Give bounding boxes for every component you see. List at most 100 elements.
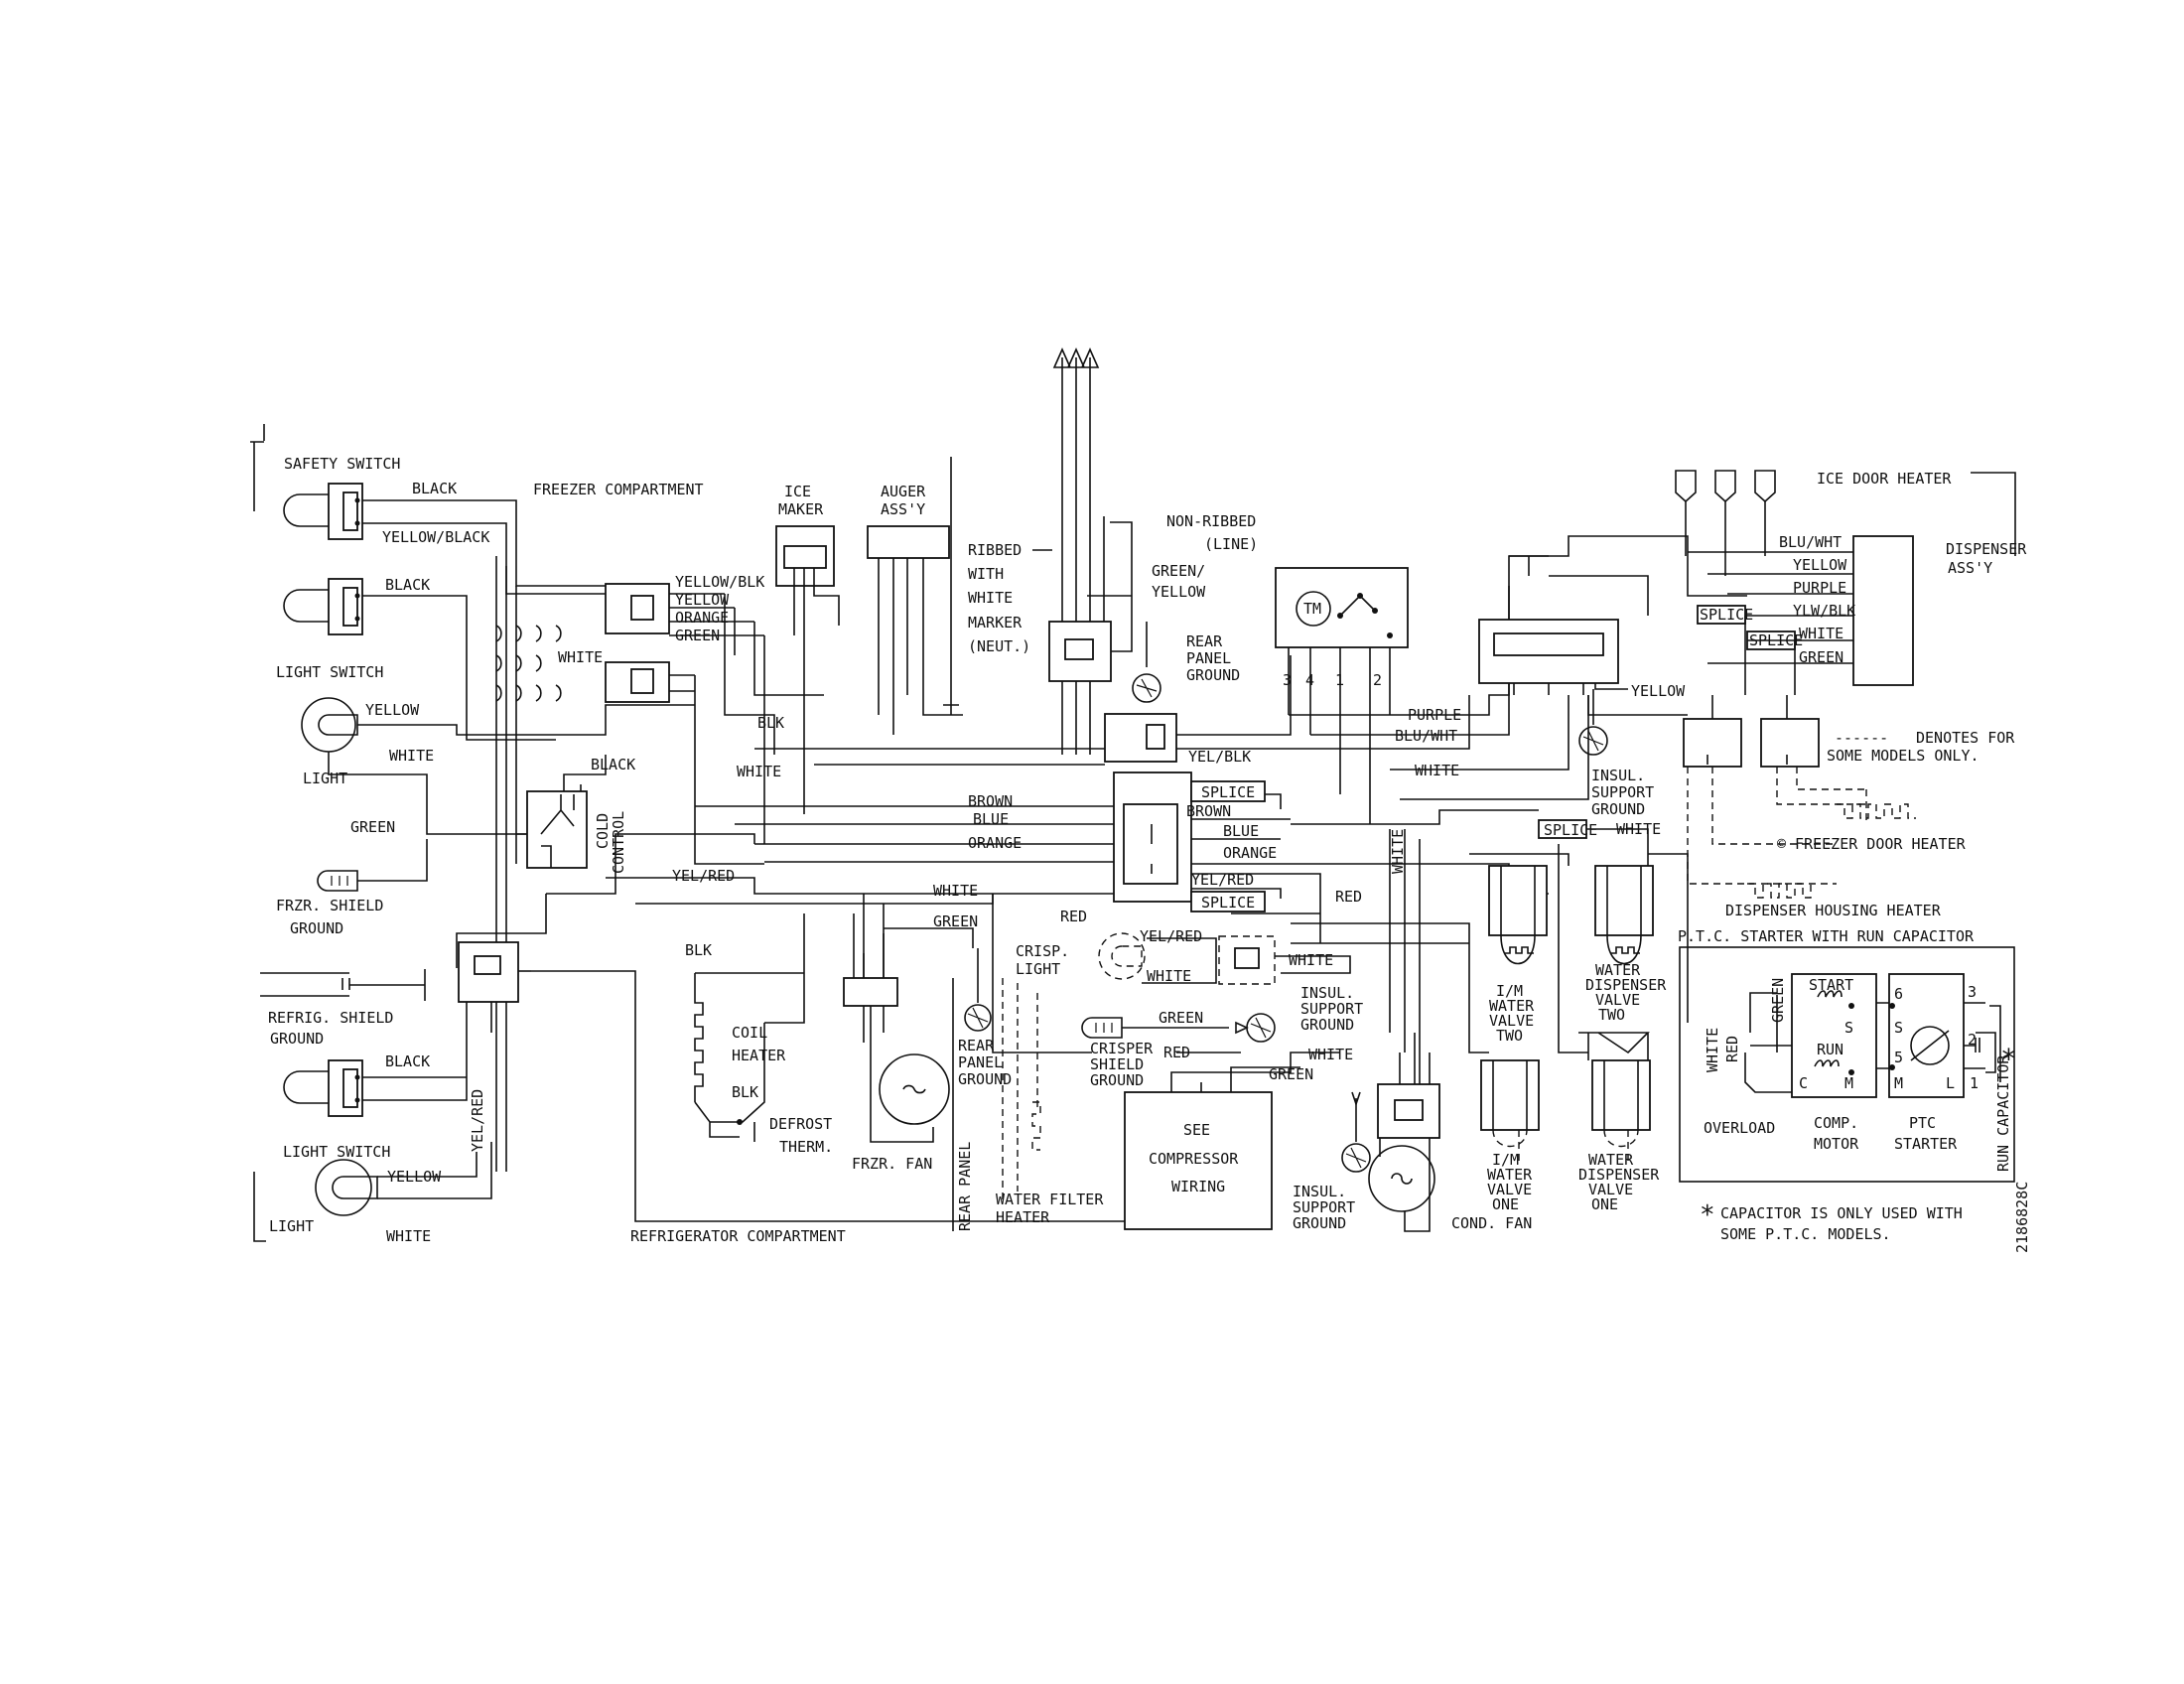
ptc-label: M (1844, 1074, 1853, 1092)
wire-label: YEL/RED (1191, 871, 1254, 889)
wire-label: GREEN (1799, 648, 1843, 666)
freezer-door-heater-plugs (1683, 695, 1820, 768)
wire-label: WHITE (1616, 820, 1661, 838)
insul-label: INSUL. (1591, 767, 1645, 784)
wire-label: GREEN (933, 912, 978, 930)
light-upper (301, 697, 358, 753)
wire-label: YEL/RED (672, 867, 735, 885)
wire-label: WHITE (389, 747, 434, 765)
wire-label: BLK (732, 1083, 758, 1101)
labels: SAFETY SWITCH BLACK FREEZER COMPARTMENT … (268, 455, 2031, 1253)
rear-panel-ground-label: PANEL (1186, 649, 1231, 667)
main-junction (1104, 713, 1192, 903)
frzr-shield-ground-symbol (317, 870, 358, 892)
ice-door-heater (1675, 470, 1776, 576)
wire-label: BLU/WHT (1395, 727, 1457, 745)
crisper-shield-label: CRISPER (1090, 1040, 1154, 1057)
valve-label: I/M (1496, 982, 1523, 1000)
part-number: 2186828C (2013, 1182, 2031, 1253)
light-switch-upper (283, 578, 363, 635)
refrig-shield-ground-symbol (260, 969, 426, 1001)
wire-label: YELLOW (1152, 583, 1206, 601)
wire-label: YEL/BLK (1188, 748, 1251, 766)
heater-dashed-runs (1687, 767, 1916, 899)
water-filter-heater-label: HEATER (996, 1208, 1050, 1226)
freezer-compartment-label: FREEZER COMPARTMENT (533, 481, 704, 498)
valve-label: VALVE (1487, 1181, 1532, 1198)
crisp-light (1098, 932, 1351, 985)
insul-support-ground-top (1578, 689, 1608, 756)
wire-label: BROWN (968, 792, 1013, 810)
safety-switch-label: SAFETY SWITCH (284, 455, 400, 473)
wire-label: BLACK (412, 480, 457, 497)
rear-panel-ground-label: GROUND (1186, 666, 1240, 684)
ptc-label: OVERLOAD (1704, 1119, 1775, 1137)
ptc-footnote-asterisk: * (1700, 1200, 1715, 1230)
ptc-label: C (1799, 1074, 1808, 1092)
dispenser-assy-label: ASS'Y (1948, 559, 1992, 577)
insul-label: INSUL. (1293, 1183, 1346, 1200)
wire-label: BLU/WHT (1779, 533, 1842, 551)
timer-terminal: 1 (1335, 671, 1344, 689)
legend-note: DENOTES FOR (1916, 729, 2015, 747)
ribbed-label: RIBBED (968, 541, 1022, 559)
wire-label: RED (1060, 908, 1087, 925)
ptc-inset (1679, 946, 2015, 1183)
rear-panel-ground-label: REAR (958, 1037, 995, 1054)
wire-label: WHITE (386, 1227, 431, 1245)
non-ribbed-label: NON-RIBBED (1166, 512, 1256, 530)
wire-label: YELLOW (387, 1168, 442, 1186)
wire-label: GREEN (1269, 1065, 1313, 1083)
rear-panel-ground-label: REAR (1186, 632, 1223, 650)
ptc-label: RUN CAPACITOR (1994, 1054, 2012, 1172)
valve-label: VALVE (1588, 1181, 1633, 1198)
right-wiring (1231, 555, 1649, 1092)
ptc-label: WHITE (1704, 1028, 1721, 1072)
auger-label: AUGER (881, 483, 926, 500)
wire-label: ORANGE (968, 834, 1022, 852)
refrig-shield-label: GROUND (270, 1030, 324, 1048)
wire-label: BLACK (385, 1052, 430, 1070)
legend-note: SOME MODELS ONLY. (1827, 747, 1979, 765)
dispenser-assy (1688, 535, 1914, 695)
valve-label: VALVE (1595, 991, 1640, 1009)
bus-wires (606, 655, 1470, 1053)
frzr-shield-label: FRZR. SHIELD (276, 897, 383, 914)
coil-heater (694, 913, 805, 1142)
crossing-hops (495, 625, 562, 702)
wire-label: WHITE (1389, 829, 1407, 874)
wire-label: PURPLE (1408, 706, 1461, 724)
ptc-label: GREEN (1769, 978, 1787, 1023)
compressor-box (1124, 1052, 1340, 1230)
left-wiring (328, 499, 755, 1199)
auger-assy (867, 525, 963, 735)
insul-support-ground-bottom (1341, 1091, 1371, 1173)
wire-label: BLUE (1223, 822, 1259, 840)
rear-panel-line (943, 457, 959, 1231)
wire-label: BLACK (385, 576, 430, 594)
wire-label: YEL/RED (1140, 927, 1202, 945)
ptc-label: STARTER (1894, 1135, 1958, 1153)
dispenser-connector (1478, 535, 1747, 716)
ptc-footnote: CAPACITOR IS ONLY USED WITH (1720, 1204, 1963, 1222)
light-switch-label: LIGHT SWITCH (276, 663, 383, 681)
cold-control-label: COLD (594, 813, 612, 849)
dispenser-assy-label: DISPENSER (1946, 540, 2027, 558)
coil-heater-label: COIL (732, 1024, 767, 1042)
wire-label: RED (1335, 888, 1362, 906)
ptc-footnote: SOME P.T.C. MODELS. (1720, 1225, 1891, 1243)
rear-panel-label: REAR PANEL (956, 1142, 974, 1231)
valve-label: ONE (1591, 1195, 1618, 1213)
wire-label: WHITE (737, 763, 781, 780)
rear-panel-ground-top (1132, 622, 1161, 703)
ptc-label: M (1894, 1074, 1903, 1092)
valve-label: VALVE (1489, 1012, 1534, 1030)
ptc-label: 2 (1968, 1031, 1977, 1049)
light-label: LIGHT (269, 1217, 314, 1235)
ptc-asterisk: * (2000, 1043, 2017, 1075)
ptc-label: 5 (1894, 1049, 1903, 1066)
refrigerator-compartment-label: REFRIGERATOR COMPARTMENT (630, 1227, 846, 1245)
insul-label: GROUND (1300, 1016, 1354, 1034)
wire-label: WHITE (933, 882, 978, 900)
